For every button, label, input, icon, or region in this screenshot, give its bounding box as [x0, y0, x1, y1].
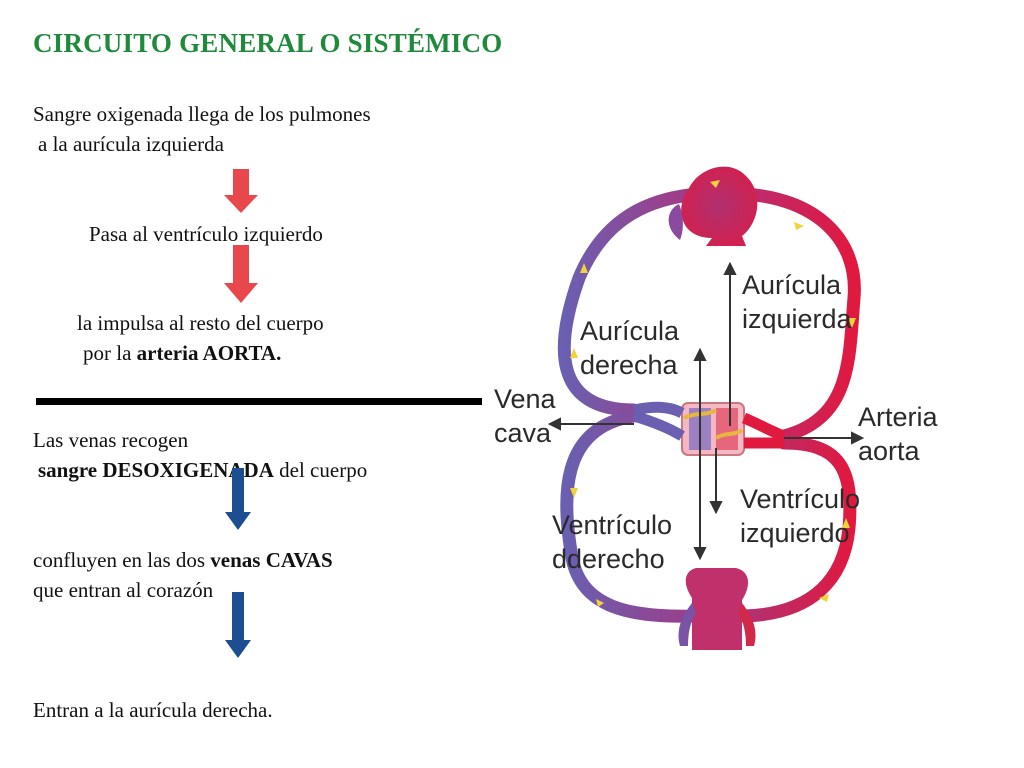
step2-text: Pasa al ventrículo izquierdo — [89, 222, 323, 246]
label-arteria-aorta-2: aorta — [858, 436, 921, 466]
down-arrow-icon — [224, 245, 258, 303]
step4-line2-text: del cuerpo — [273, 458, 368, 482]
label-arteria-aorta-1: Arteria — [858, 402, 939, 432]
heart-icon — [681, 402, 745, 456]
step3-line2-text: por la — [83, 341, 137, 365]
step5-line1-text: confluyen en las dos — [33, 548, 211, 572]
step3-line2: por la arteria AORTA. — [83, 338, 281, 368]
label-ventriculo-derecho-1: Ventrículo — [552, 510, 672, 540]
page-title: CIRCUITO GENERAL O SISTÉMICO — [33, 28, 503, 58]
label-auricula-derecha-1: Aurícula — [580, 316, 680, 346]
circulation-diagram: Aurícula izquierda Aurícula derecha Vena… — [494, 166, 939, 650]
section-divider — [36, 398, 482, 405]
body-arm-right — [738, 603, 756, 646]
step6-text: Entran a la aurícula derecha. — [33, 698, 273, 722]
label-auricula-izquierda-1: Aurícula — [742, 270, 842, 300]
step3-line1: la impulsa al resto del cuerpo — [77, 311, 324, 335]
label-ventriculo-derecho-2: dderecho — [552, 544, 665, 574]
step1-line1: Sangre oxigenada llega de los pulmones — [33, 102, 371, 126]
step5-line2: que entran al corazón — [33, 578, 214, 602]
pointer-lines — [547, 261, 865, 561]
label-ventriculo-izquierdo-2: izquierdo — [740, 518, 850, 548]
body-arm-left — [678, 603, 696, 646]
head-figure — [681, 166, 758, 246]
down-arrow-icon — [224, 169, 258, 213]
head-side — [668, 204, 683, 240]
label-auricula-izquierda-2: izquierda — [742, 304, 853, 334]
down-arrow-icon — [225, 592, 251, 658]
step4-line2: sangre DESOXIGENADA del cuerpo — [38, 455, 367, 485]
label-vena-cava-1: Vena — [494, 384, 557, 414]
flow-arrows — [570, 180, 856, 607]
label-ventriculo-izquierdo-1: Ventrículo — [740, 484, 860, 514]
step5-line1: confluyen en las dos venas CAVAS — [33, 545, 333, 575]
step4-line1: Las venas recogen — [33, 428, 189, 452]
label-auricula-derecha-2: derecha — [580, 350, 679, 380]
body-figure — [685, 568, 749, 650]
step3-line2-bold: arteria AORTA. — [136, 341, 282, 365]
label-vena-cava-2: cava — [494, 418, 552, 448]
down-arrow-icon — [225, 468, 251, 530]
step1-line2: a la aurícula izquierda — [38, 132, 224, 156]
step5-line1-bold: venas CAVAS — [210, 548, 333, 572]
